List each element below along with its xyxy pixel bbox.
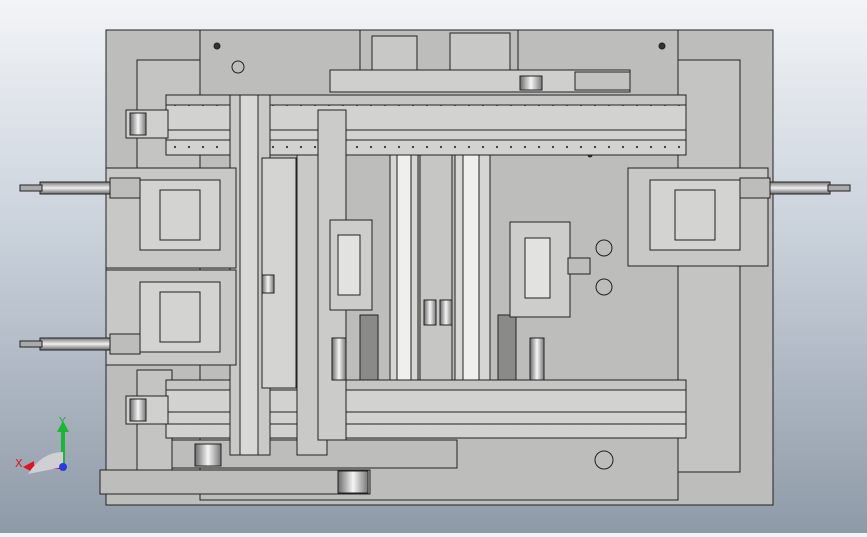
- left-cylinder-lower: [39, 337, 111, 351]
- y-axis-label: Y: [58, 415, 66, 428]
- coordinate-triad-icon: Y X: [15, 415, 69, 474]
- bottom-plate-2: [99, 469, 371, 495]
- x-axis-label: X: [15, 457, 23, 470]
- left-cylinder-upper: [39, 181, 111, 195]
